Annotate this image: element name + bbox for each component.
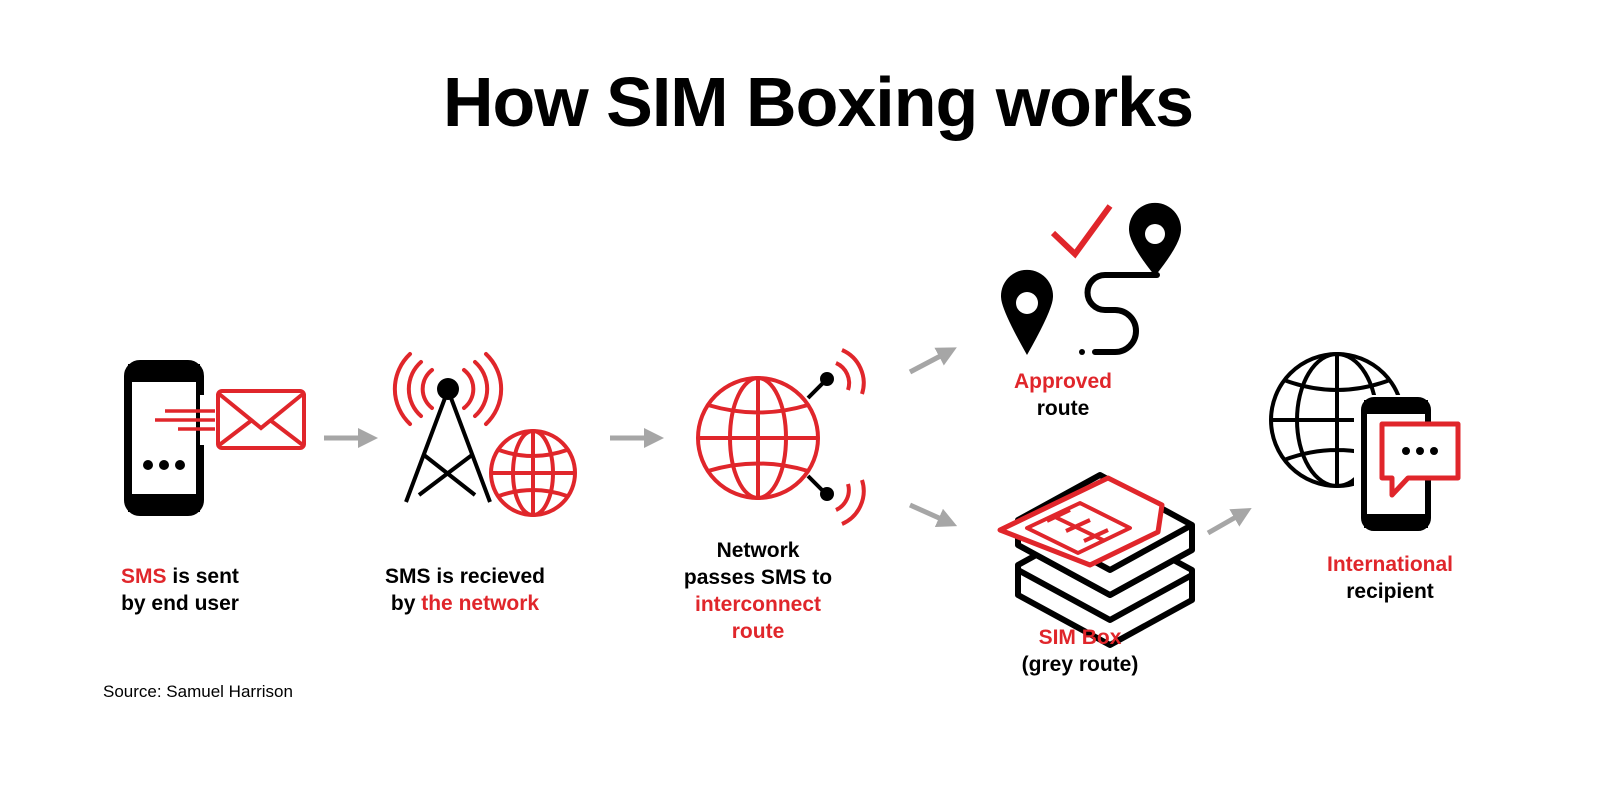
arrow-icon	[908, 502, 958, 528]
globe-icon	[489, 429, 577, 517]
arrow-icon	[1206, 508, 1252, 536]
label-text: route	[1036, 397, 1090, 420]
diagram-title: How SIM Boxing works	[442, 63, 1194, 141]
arrow-icon	[908, 347, 957, 375]
chat-bubble-icon	[1379, 421, 1461, 498]
label-text: passes SMS to	[683, 566, 833, 589]
network-globe-icon	[696, 348, 866, 526]
highlight-text: SMS	[121, 565, 167, 588]
highlight-text: SIM Box	[1038, 626, 1122, 649]
antenna-icon	[806, 372, 834, 501]
envelope-icon	[155, 389, 306, 450]
highlight-text: the network	[421, 592, 540, 615]
sim-card-icon	[997, 475, 1165, 568]
label-text: Network	[716, 539, 800, 562]
approved-route-label: Approved route	[913, 368, 1213, 422]
label-text: (grey route)	[1021, 653, 1139, 676]
highlight-text: Approved	[1013, 370, 1112, 393]
highlight-text: interconnect	[694, 593, 822, 616]
step-1-label: SMS is sent by end user	[30, 563, 330, 617]
label-text: by end user	[121, 592, 239, 615]
step-3-label: Network passes SMS to interconnect route	[608, 537, 908, 645]
label-text: by	[390, 592, 422, 615]
cell-tower-icon	[392, 352, 504, 503]
label-text: recipient	[1346, 580, 1434, 603]
highlight-text: route	[731, 620, 785, 643]
recipient-label: International recipient	[1240, 551, 1540, 605]
source-caption: Source: Samuel Harrison	[103, 682, 293, 701]
label-text: SMS is recieved	[385, 565, 545, 588]
approved-route-icon	[1001, 202, 1182, 355]
label-text: is sent	[166, 565, 239, 588]
step-2-label: SMS is recieved by the network	[315, 563, 615, 617]
sim-box-label: SIM Box (grey route)	[930, 624, 1230, 678]
highlight-text: International	[1326, 553, 1453, 576]
phone-icon	[124, 360, 204, 516]
